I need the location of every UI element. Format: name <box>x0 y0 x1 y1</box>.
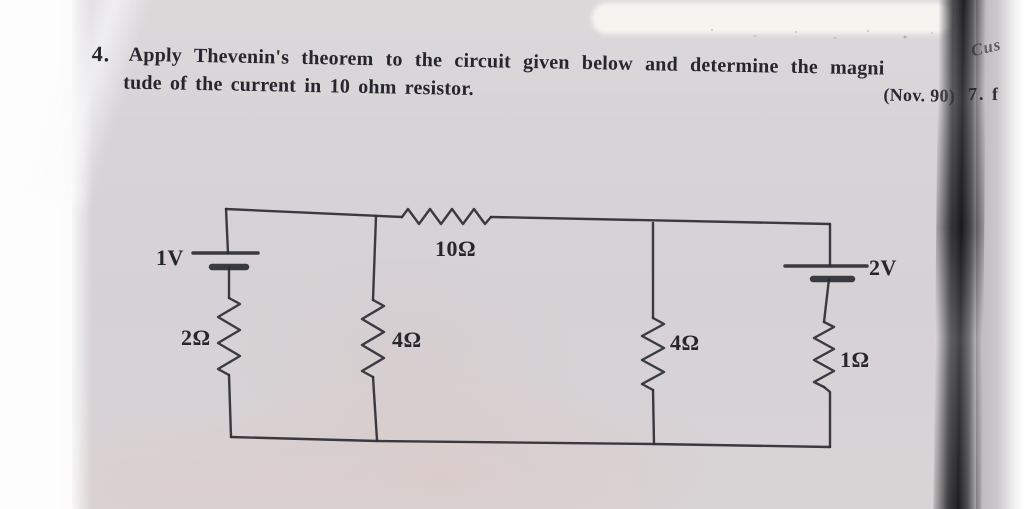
resistor-4ohm-a-symbol <box>360 298 386 379</box>
label-resistor-1ohm: 1Ω <box>840 347 870 372</box>
label-battery-1v: 1V <box>156 245 184 270</box>
label-resistor-10ohm: 10Ω <box>435 236 477 261</box>
label-resistor-4ohm-a: 4Ω <box>392 327 422 352</box>
wire-right-branch-mid <box>822 277 831 324</box>
label-battery-2v: 2V <box>869 255 897 280</box>
book-spine-shadow <box>933 0 987 509</box>
resistor-1ohm-symbol <box>812 320 836 389</box>
wire-branch2-bottom <box>371 375 379 442</box>
wire-bottom <box>229 435 832 449</box>
wire-right-branch-bottom <box>822 385 832 449</box>
label-resistor-2ohm: 2Ω <box>181 325 211 350</box>
wire-left-branch-top <box>224 207 230 255</box>
wire-left-branch-bottom <box>227 373 233 439</box>
wire-branch3-bottom <box>651 388 656 446</box>
wire-top-right <box>489 215 832 226</box>
whiteout-smudge <box>592 3 952 34</box>
resistor-10ohm-symbol <box>400 207 493 226</box>
adjacent-page-text-fragment: 7. f <box>968 84 1000 104</box>
label-resistor-4ohm-b: 4Ω <box>670 330 700 355</box>
wire-top-left <box>224 207 404 219</box>
ink-specks <box>700 22 950 50</box>
wire-branch2-top <box>371 214 378 302</box>
resistor-4ohm-b-symbol <box>640 316 666 392</box>
resistor-2ohm-symbol <box>216 296 242 377</box>
